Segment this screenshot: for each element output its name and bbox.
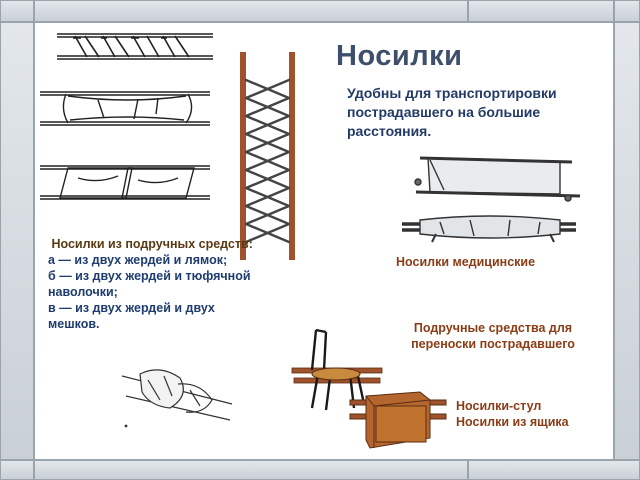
box-stretcher-drawing	[349, 391, 447, 449]
medical-stretcher-folded-drawing	[402, 215, 576, 243]
stretcher-mattress-drawing	[40, 91, 210, 126]
frame-tile-right	[614, 22, 640, 460]
caption-box-stretcher: Носилки из ящика	[456, 415, 569, 429]
chair-stretcher-drawing	[291, 328, 383, 411]
frame-tile-top-right-1	[468, 0, 614, 22]
list-item: в — из двух жердей и двух мешков.	[48, 301, 215, 331]
frame-tile-left	[0, 22, 34, 460]
stretcher-sacks-drawing	[40, 165, 210, 200]
medical-stretcher-top-drawing	[414, 156, 581, 202]
improvised-carry-sketch	[121, 369, 233, 428]
frame-tile-bottom-left	[0, 460, 34, 480]
frame-tile-bottom-middle	[34, 460, 468, 480]
frame-tile-bottom-right	[468, 460, 640, 480]
frame-tile-top-middle	[34, 0, 468, 22]
list-item: а — из двух жердей и лямок;	[48, 253, 228, 267]
frame-tile-top-left	[0, 0, 34, 22]
slide-title: Носилки	[336, 40, 463, 72]
caption-improvised-means: Подручные средства для переноски пострад…	[411, 321, 575, 351]
frame-tile-top-right-2	[614, 0, 640, 22]
caption-chair-stretcher: Носилки-стул	[456, 399, 542, 413]
improvised-stretcher-list: Носилки из подручных средств: а — из дву…	[48, 236, 258, 332]
list-item: б — из двух жердей и тюфячной наволочки;	[48, 269, 251, 299]
improvised-list-heading: Носилки из подручных средств:	[48, 237, 253, 251]
stretcher-rope-drawing	[240, 52, 295, 260]
caption-medical-stretcher: Носилки медицинские	[396, 255, 536, 269]
slide-subtitle: Удобны для транспортировки пострадавшего…	[347, 85, 557, 139]
stretcher-straps-drawing	[57, 33, 213, 60]
